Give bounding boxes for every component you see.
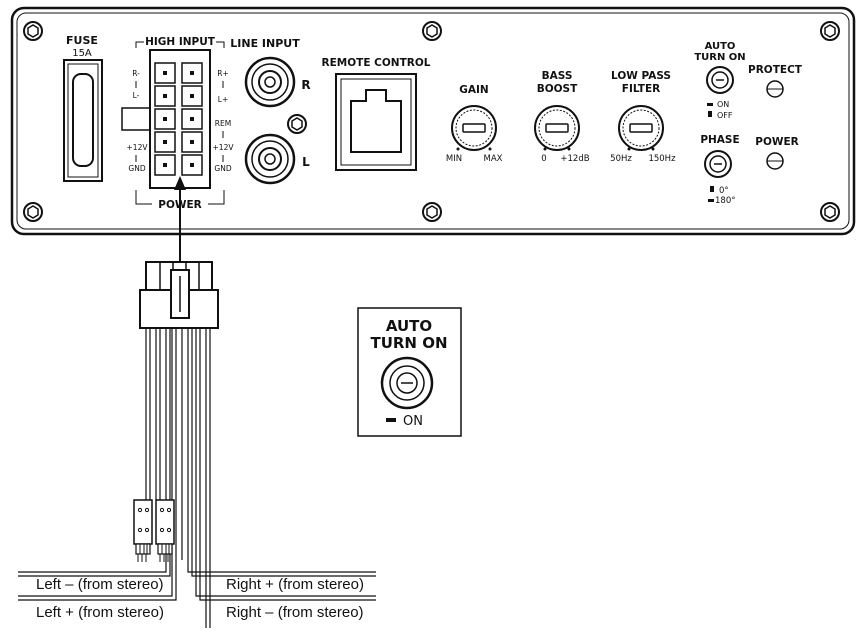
phase-0-label: 0°	[719, 186, 729, 196]
pin-label: R+	[217, 69, 229, 78]
gain-title: GAIN	[459, 84, 488, 96]
pin-label: GND	[128, 164, 145, 173]
low-pass-knob[interactable]	[618, 105, 664, 151]
auto-turn-on-switch[interactable]	[706, 66, 734, 94]
wire-label-right-plus: Right + (from stereo)	[226, 576, 364, 593]
wire-label-left-plus: Left + (from stereo)	[36, 604, 164, 621]
rca-right-label: R	[301, 78, 310, 92]
button-in-icon	[708, 111, 712, 117]
rca-jack-right[interactable]	[244, 56, 296, 108]
amplifier-panel: FUSE 15A HIGH INPUT POWER	[10, 6, 856, 236]
low-pass-max-label: 150Hz	[648, 154, 676, 164]
screw-icon	[23, 21, 43, 41]
protect-led	[766, 80, 784, 98]
screw-icon	[820, 202, 840, 222]
gain-knob[interactable]	[451, 105, 497, 151]
gain-min-label: MIN	[446, 154, 462, 164]
harness-wires	[18, 328, 376, 628]
low-pass-title-1: LOW PASS	[611, 70, 671, 82]
auto-off-label: OFF	[717, 111, 733, 120]
screw-icon	[422, 202, 442, 222]
bass-boost-title-1: BASS	[542, 70, 573, 82]
wire-label-left-minus: Left – (from stereo)	[36, 576, 164, 593]
phase-switch[interactable]	[704, 150, 732, 178]
power-led	[766, 152, 784, 170]
power-title: POWER	[755, 136, 798, 148]
fuse-rating: 15A	[72, 48, 92, 59]
remote-control-title: REMOTE CONTROL	[322, 57, 431, 69]
bass-boost-max-label: +12dB	[560, 154, 589, 164]
detail-switch	[380, 356, 434, 410]
button-out-icon	[707, 103, 713, 106]
pin-label: L-	[133, 91, 140, 100]
line-input-title: LINE INPUT	[230, 37, 300, 50]
screw-icon	[820, 21, 840, 41]
detail-title-1: AUTO	[386, 317, 432, 335]
bass-boost-min-label: 0	[541, 154, 546, 164]
remote-control-port[interactable]	[335, 73, 417, 171]
screw-icon	[23, 202, 43, 222]
phase-180-label: 180°	[715, 196, 735, 206]
rca-jack-left[interactable]	[244, 133, 296, 185]
phase-title: PHASE	[700, 134, 739, 146]
high-input-title: HIGH INPUT	[145, 36, 216, 48]
pin-label: +12V	[213, 143, 235, 152]
protect-title: PROTECT	[748, 64, 803, 76]
auto-turn-on-title-1: AUTO	[705, 41, 736, 52]
screw-icon	[422, 21, 442, 41]
wire-label-right-minus: Right – (from stereo)	[226, 604, 364, 621]
auto-on-label: ON	[717, 100, 729, 109]
low-pass-title-2: FILTER	[622, 83, 660, 95]
harness-plug[interactable]	[139, 261, 219, 329]
button-out-icon	[708, 199, 714, 202]
pin-label: R-	[132, 69, 140, 78]
pin-label: REM	[215, 119, 231, 128]
gain-max-label: MAX	[484, 154, 503, 164]
high-input-connector[interactable]	[121, 49, 211, 189]
pin-label: GND	[214, 164, 231, 173]
button-in-icon	[710, 186, 714, 192]
pin-label: +12V	[127, 143, 149, 152]
fuse-holder[interactable]	[63, 59, 103, 182]
screw-icon	[287, 114, 307, 134]
button-out-icon	[386, 418, 396, 422]
rca-left-label: L	[302, 155, 310, 169]
low-pass-min-label: 50Hz	[610, 154, 632, 164]
auto-turn-on-detail: AUTO TURN ON ON	[357, 307, 462, 437]
butt-connector	[155, 499, 175, 562]
auto-turn-on-title-2: TURN ON	[694, 52, 745, 63]
butt-connector	[133, 499, 153, 562]
bass-boost-knob[interactable]	[534, 105, 580, 151]
detail-on-label: ON	[403, 414, 423, 429]
fuse-title: FUSE	[66, 34, 98, 47]
bass-boost-title-2: BOOST	[537, 83, 578, 95]
pin-label: L+	[218, 95, 228, 104]
detail-title-2: TURN ON	[370, 334, 447, 352]
